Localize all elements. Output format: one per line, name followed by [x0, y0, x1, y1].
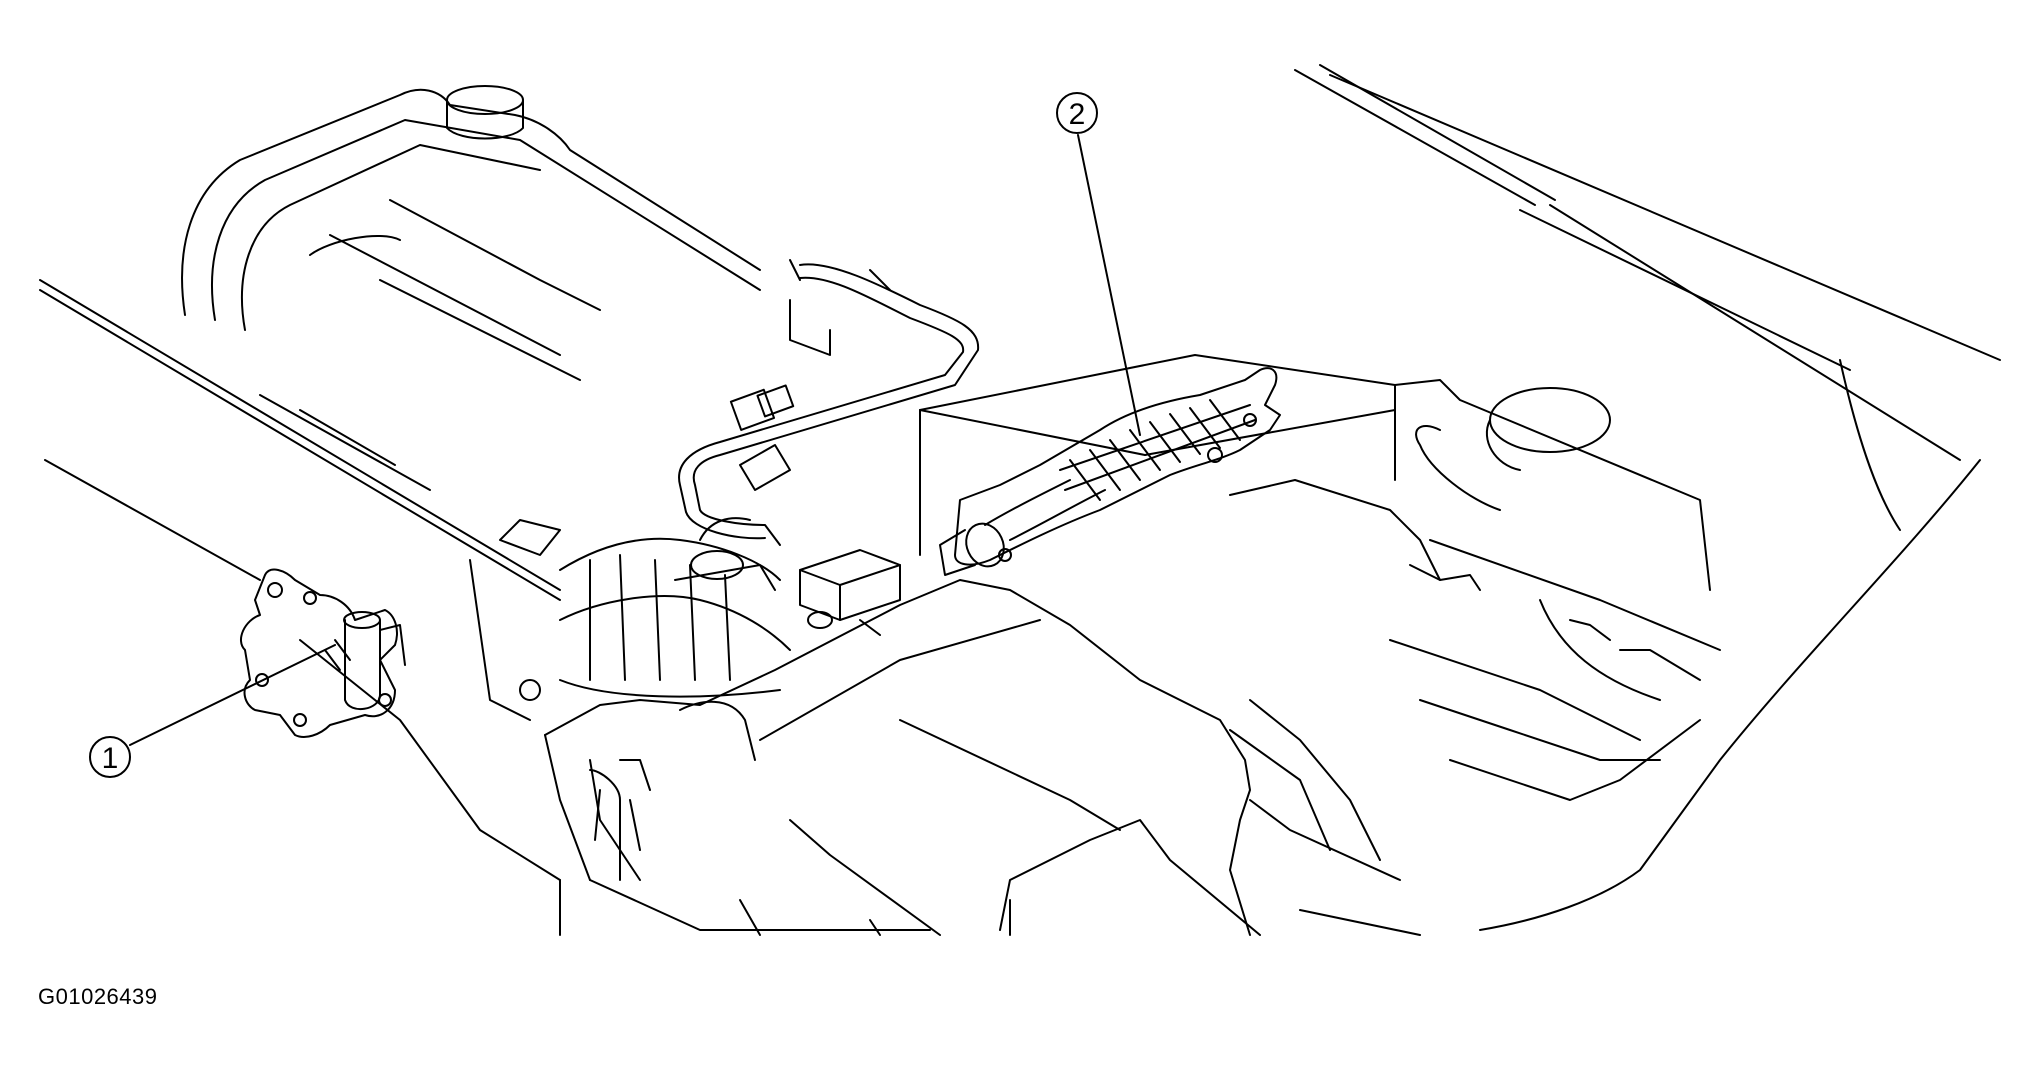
callout-2: 2 — [1056, 92, 1141, 436]
frame-rails — [39, 279, 561, 936]
component-2-assembly — [939, 367, 1281, 576]
callout-2-number: 2 — [1069, 98, 1086, 131]
leader-line-1 — [129, 644, 336, 746]
figure-id-label: G01026439 — [38, 984, 158, 1009]
converter-inlet-pipe — [965, 522, 1005, 568]
battery-box — [919, 354, 1396, 556]
right-fender — [1229, 64, 2001, 936]
component-1-assembly — [240, 568, 406, 738]
callout-1-circle — [89, 736, 131, 778]
air-cleaner-box — [544, 579, 1331, 936]
engine-head-cover — [181, 85, 831, 381]
intake-hose — [469, 517, 791, 721]
callout-1: 1 — [89, 644, 336, 778]
connector-block — [799, 549, 901, 636]
left-lower-frame — [594, 759, 1011, 936]
vacuum-tube — [499, 259, 980, 556]
callout-2-circle — [1056, 92, 1098, 134]
callout-1-number: 1 — [102, 742, 119, 775]
leader-line-2 — [1077, 134, 1141, 436]
